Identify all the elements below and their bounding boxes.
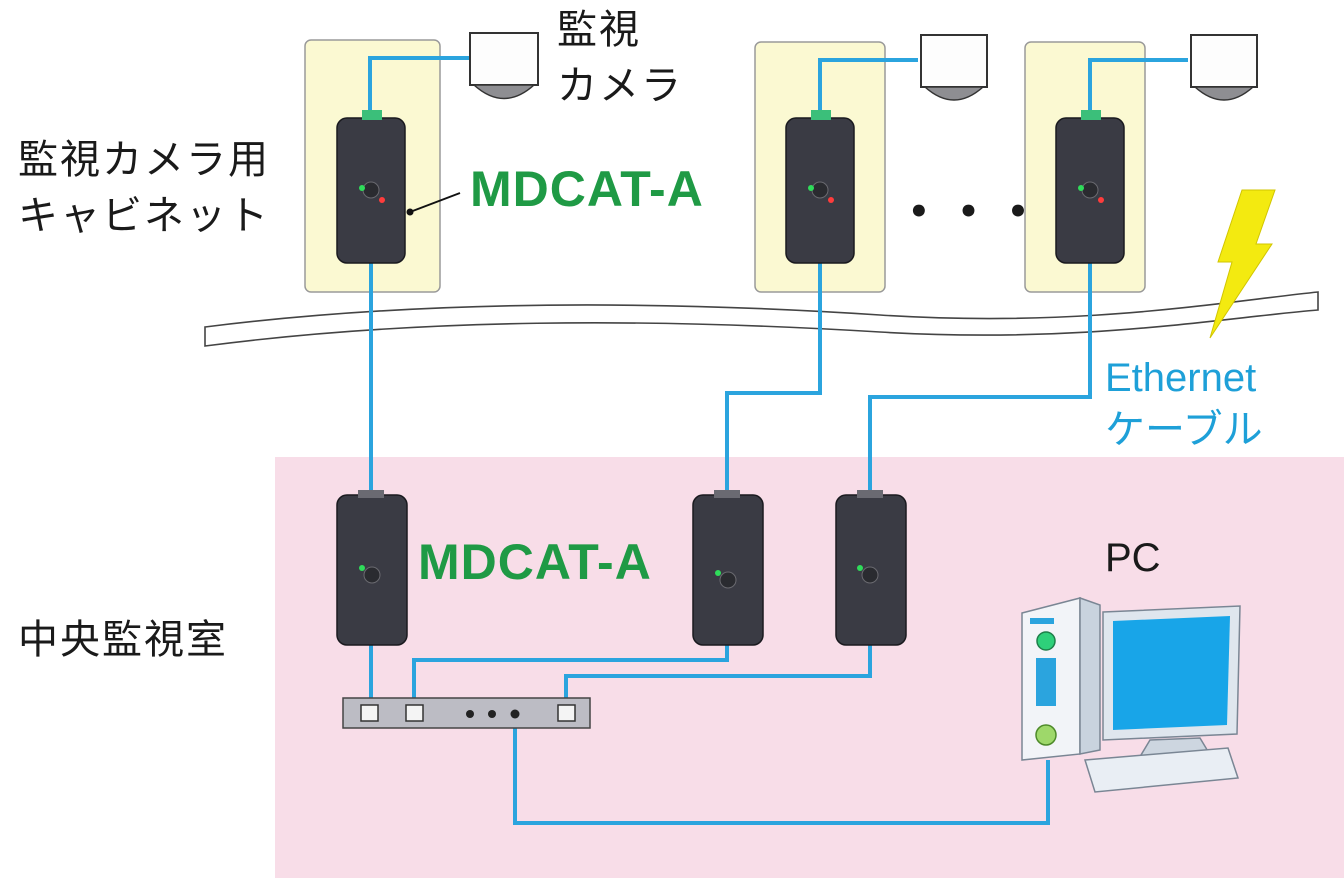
cabinet-label: 監視カメラ用 キャビネット (18, 132, 270, 244)
camera-label-line-1: 監視 (557, 7, 641, 53)
cabinet-label-line-2: キャビネット (18, 193, 270, 239)
leader-line (409, 192, 461, 213)
network-switch-icon (342, 697, 591, 729)
ethernet-cable-label: Ethernet ケーブル (1105, 352, 1263, 456)
ethernet-label-line-2: ケーブル (1105, 408, 1263, 452)
converter-device-icon (336, 110, 406, 264)
camera-label-line-2: カメラ (557, 63, 683, 109)
converter-device-icon (692, 490, 764, 646)
leader-dot (406, 208, 414, 216)
desktop-pc-icon (1021, 596, 1241, 793)
pc-label: PC (1105, 536, 1161, 580)
camera-label: 監視 カメラ (557, 2, 683, 114)
distance-break-band (204, 291, 1319, 347)
ellipsis-more-cameras: • • • (908, 192, 1037, 232)
product-label-top: MDCAT-A (470, 161, 704, 217)
ethernet-cables (368, 56, 1188, 825)
converter-device-icon (835, 490, 907, 646)
cabinet-label-line-1: 監視カメラ用 (18, 137, 270, 183)
dome-camera-icon (920, 34, 988, 101)
converter-device-icon (785, 110, 855, 264)
converter-device-icon (336, 490, 408, 646)
control-room-label: 中央監視室 (18, 617, 228, 663)
dome-camera-icon (1190, 34, 1258, 101)
lightning-bolt-icon (1209, 189, 1276, 339)
converter-device-icon (1055, 110, 1125, 264)
dome-camera-icon (469, 32, 539, 100)
product-label-bottom: MDCAT-A (418, 534, 652, 590)
ethernet-label-line-1: Ethernet (1105, 356, 1257, 400)
